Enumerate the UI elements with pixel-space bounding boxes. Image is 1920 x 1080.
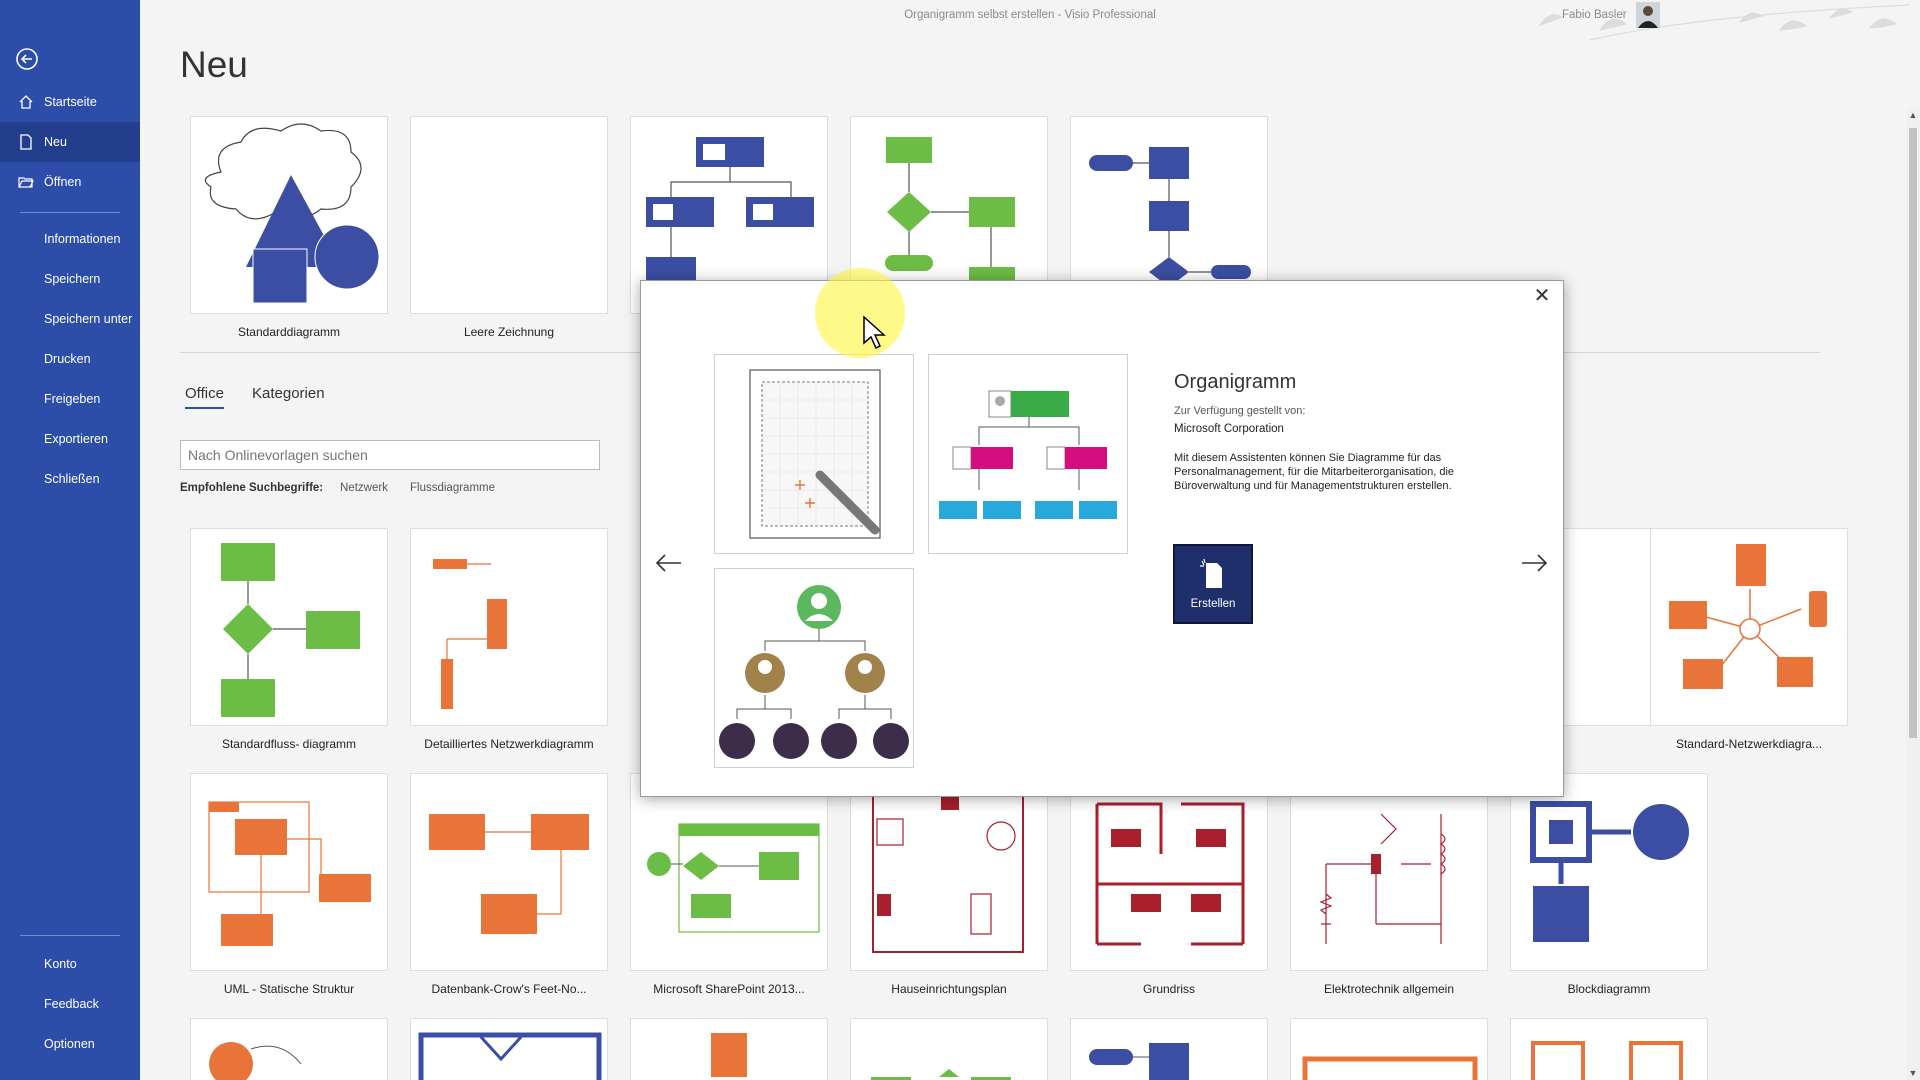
sidebar-item-label: Freigeben — [44, 392, 101, 406]
sidebar-item-label: Neu — [44, 135, 67, 149]
template-label: Standardfluss- diagramm — [221, 737, 357, 751]
backstage-main: Organigramm selbst erstellen - Visio Pro… — [140, 0, 1920, 1080]
template-label: Leere Zeichnung — [463, 325, 555, 339]
previous-arrow-icon[interactable] — [653, 551, 685, 575]
sidebar-item-label: Feedback — [44, 997, 99, 1011]
sidebar-item-label: Startseite — [44, 95, 97, 109]
template-search-input[interactable] — [180, 440, 600, 470]
template-partial[interactable] — [1510, 1018, 1708, 1080]
scroll-thumb[interactable] — [1909, 128, 1917, 738]
suggestion-netzwerk[interactable]: Netzwerk — [340, 482, 388, 494]
sidebar-item-oeffnen[interactable]: Öffnen — [0, 162, 140, 202]
user-photo-icon — [1638, 6, 1658, 28]
next-arrow-icon[interactable] — [1518, 551, 1550, 575]
template-detailed-network[interactable] — [410, 528, 608, 726]
template-label: UML - Statische Struktur — [223, 982, 355, 996]
create-button[interactable]: Erstellen — [1173, 544, 1253, 624]
new-file-icon — [20, 134, 32, 150]
suggested-searches-label: Empfohlene Suchbegriffe: — [180, 482, 324, 494]
template-uml-static[interactable] — [190, 773, 388, 971]
sidebar-item-label: Speichern — [44, 272, 101, 286]
template-partial[interactable] — [850, 1018, 1048, 1080]
sidebar-item-drucken[interactable]: Drucken — [0, 339, 140, 379]
window-title: Organigramm selbst erstellen - Visio Pro… — [904, 9, 1156, 21]
new-document-icon — [1200, 558, 1222, 588]
template-crows-foot[interactable] — [410, 773, 608, 971]
sidebar-item-label: Konto — [44, 957, 77, 971]
template-label: Hauseinrichtungsplan — [891, 982, 1007, 996]
provider-name: Microsoft Corporation — [1174, 423, 1284, 435]
close-icon[interactable]: ✕ — [1533, 285, 1551, 307]
template-sharepoint-workflow[interactable] — [630, 773, 828, 971]
sidebar-item-feedback[interactable]: Feedback — [0, 984, 140, 1024]
template-title: Organigramm — [1174, 371, 1297, 393]
template-label: Standard-Netzwerkdiagra... — [1675, 737, 1823, 751]
template-label: Detailliertes Netzwerkdiagramm — [424, 737, 594, 751]
provided-by-label: Zur Verfügung gestellt von: — [1174, 405, 1306, 417]
org-chart-photo-thumbnail[interactable] — [714, 568, 914, 768]
back-arrow-icon — [16, 48, 38, 70]
sidebar-item-informationen[interactable]: Informationen — [0, 219, 140, 259]
create-button-label: Erstellen — [1190, 598, 1236, 610]
scroll-up-icon[interactable]: ▲ — [1908, 110, 1918, 120]
template-partial[interactable] — [1290, 1018, 1488, 1080]
template-partial[interactable] — [1070, 1018, 1268, 1080]
template-label: Elektrotechnik allgemein — [1323, 982, 1455, 996]
mouse-cursor-icon — [863, 315, 886, 350]
open-folder-icon — [18, 177, 34, 188]
sidebar-item-startseite[interactable]: Startseite — [0, 82, 140, 122]
sidebar-item-schliessen[interactable]: Schließen — [0, 459, 140, 499]
back-button[interactable] — [14, 46, 40, 72]
template-partial[interactable] — [410, 1018, 608, 1080]
sidebar-item-speichern-unter[interactable]: Speichern unter — [0, 299, 140, 339]
sidebar-item-label: Exportieren — [44, 432, 108, 446]
template-description: Mit diesem Assistenten können Sie Diagra… — [1174, 452, 1455, 492]
sidebar-item-label: Öffnen — [44, 175, 82, 189]
template-basic-network[interactable] — [1650, 528, 1848, 726]
org-chart-color-thumbnail[interactable] — [928, 354, 1128, 554]
tab-office[interactable]: Office — [185, 385, 224, 409]
template-preview-dialog: ✕ — [640, 280, 1564, 797]
sidebar-item-speichern[interactable]: Speichern — [0, 259, 140, 299]
sidebar-divider — [20, 212, 120, 213]
sidebar-item-freigeben[interactable]: Freigeben — [0, 379, 140, 419]
template-block-diagram[interactable] — [1510, 773, 1708, 971]
sidebar-item-label: Schließen — [44, 472, 100, 486]
sidebar-item-label: Speichern unter — [44, 312, 133, 326]
home-icon — [19, 95, 33, 109]
leaf-decoration-icon — [1538, 4, 1911, 41]
template-partial[interactable] — [190, 1018, 388, 1080]
template-label: Microsoft SharePoint 2013... — [653, 982, 805, 996]
vertical-scrollbar[interactable]: ▲ ▼ — [1906, 108, 1920, 1080]
sidebar-item-label: Optionen — [44, 1037, 95, 1051]
template-standard-diagram[interactable] — [190, 116, 388, 314]
template-label: Standarddiagramm — [237, 325, 341, 339]
template-blank-drawing[interactable] — [410, 116, 608, 314]
template-label: Datenbank-Crow's Feet-No... — [431, 982, 587, 996]
avatar[interactable] — [1636, 2, 1660, 28]
template-partial[interactable] — [630, 1018, 828, 1080]
sidebar: Startseite Neu Öffnen Informationen Spei… — [0, 0, 140, 1080]
sidebar-item-konto[interactable]: Konto — [0, 944, 140, 984]
page-title: Neu — [180, 44, 248, 85]
org-chart-wizard-thumbnail[interactable] — [714, 354, 914, 554]
template-basic-flowchart[interactable] — [190, 528, 388, 726]
sidebar-item-label: Informationen — [44, 232, 121, 246]
template-floor-plan[interactable] — [1070, 773, 1268, 971]
template-home-plan[interactable] — [850, 773, 1048, 971]
sidebar-item-label: Drucken — [44, 352, 91, 366]
template-label: Grundriss — [1142, 982, 1195, 996]
cursor-highlight — [815, 268, 905, 358]
suggestion-flussdiagramme[interactable]: Flussdiagramme — [410, 482, 495, 494]
sidebar-item-optionen[interactable]: Optionen — [0, 1024, 140, 1064]
tab-kategorien[interactable]: Kategorien — [252, 385, 325, 402]
template-electrical[interactable] — [1290, 773, 1488, 971]
user-name[interactable]: Fabio Basler — [1562, 9, 1627, 21]
sidebar-item-neu[interactable]: Neu — [0, 122, 140, 162]
sidebar-divider — [20, 935, 120, 936]
template-label: Blockdiagramm — [1567, 982, 1651, 996]
scroll-down-icon[interactable]: ▼ — [1908, 1068, 1918, 1078]
sidebar-item-exportieren[interactable]: Exportieren — [0, 419, 140, 459]
